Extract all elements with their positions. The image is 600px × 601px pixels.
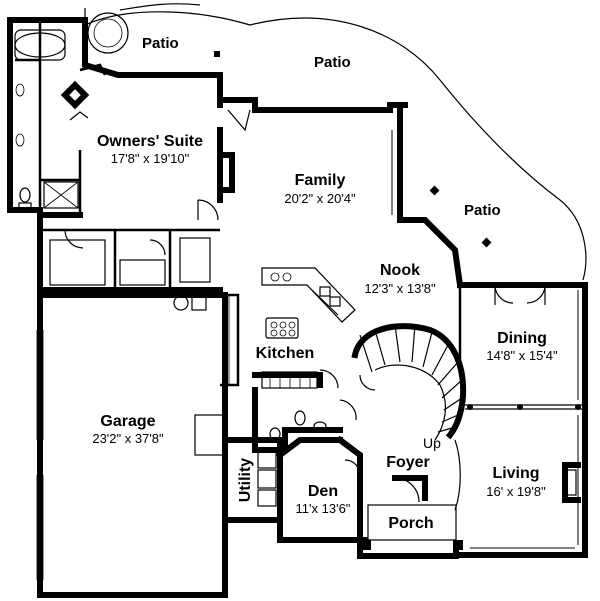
toilet-icon xyxy=(294,410,306,426)
patio-post-icon xyxy=(429,185,440,196)
dining-name: Dining xyxy=(497,330,547,347)
sink-icon xyxy=(313,421,327,431)
living-dim: 16' x 19'8" xyxy=(486,484,546,499)
owners-suite-dim: 17'8" x 19'10" xyxy=(111,151,190,166)
patio-label: Patio xyxy=(314,54,351,71)
den-dim: 11'x 13'6" xyxy=(296,501,351,516)
curved-staircase xyxy=(351,323,467,440)
shower-icon xyxy=(43,181,79,209)
water-heater-icon xyxy=(173,295,189,311)
patio-label: Patio xyxy=(142,35,179,52)
family-dim: 20'2" x 20'4" xyxy=(284,191,356,206)
fireplace-icon xyxy=(562,462,581,503)
patio-outline xyxy=(84,11,587,281)
toilet-icon xyxy=(19,187,31,203)
porch-area xyxy=(367,504,457,541)
toilet-icon xyxy=(269,427,281,441)
foyer-name: Foyer xyxy=(386,454,430,471)
utility-name: Utility xyxy=(237,458,254,503)
owners-suite-name: Owners' Suite xyxy=(97,133,203,150)
cooktop-icon xyxy=(265,317,299,339)
sink-icon xyxy=(15,133,25,147)
living-name: Living xyxy=(492,465,539,482)
sink-icon xyxy=(15,83,25,97)
kitchen-island xyxy=(261,267,356,323)
patio-label: Patio xyxy=(464,202,501,219)
nook-dim: 12'3" x 13'8" xyxy=(364,281,436,296)
patio-post-icon xyxy=(481,237,492,248)
garage-dim: 23'2" x 37'8" xyxy=(92,431,164,446)
patio-post-icon xyxy=(214,51,220,57)
kitchen-name: Kitchen xyxy=(256,345,315,362)
garage-name: Garage xyxy=(100,413,155,430)
dining-dim: 14'8" x 15'4" xyxy=(486,348,558,363)
den-name: Den xyxy=(308,483,338,500)
family-name: Family xyxy=(295,172,346,189)
porch-name: Porch xyxy=(388,515,433,532)
nook-name: Nook xyxy=(380,262,420,279)
stair-up-label: Up xyxy=(423,435,441,451)
